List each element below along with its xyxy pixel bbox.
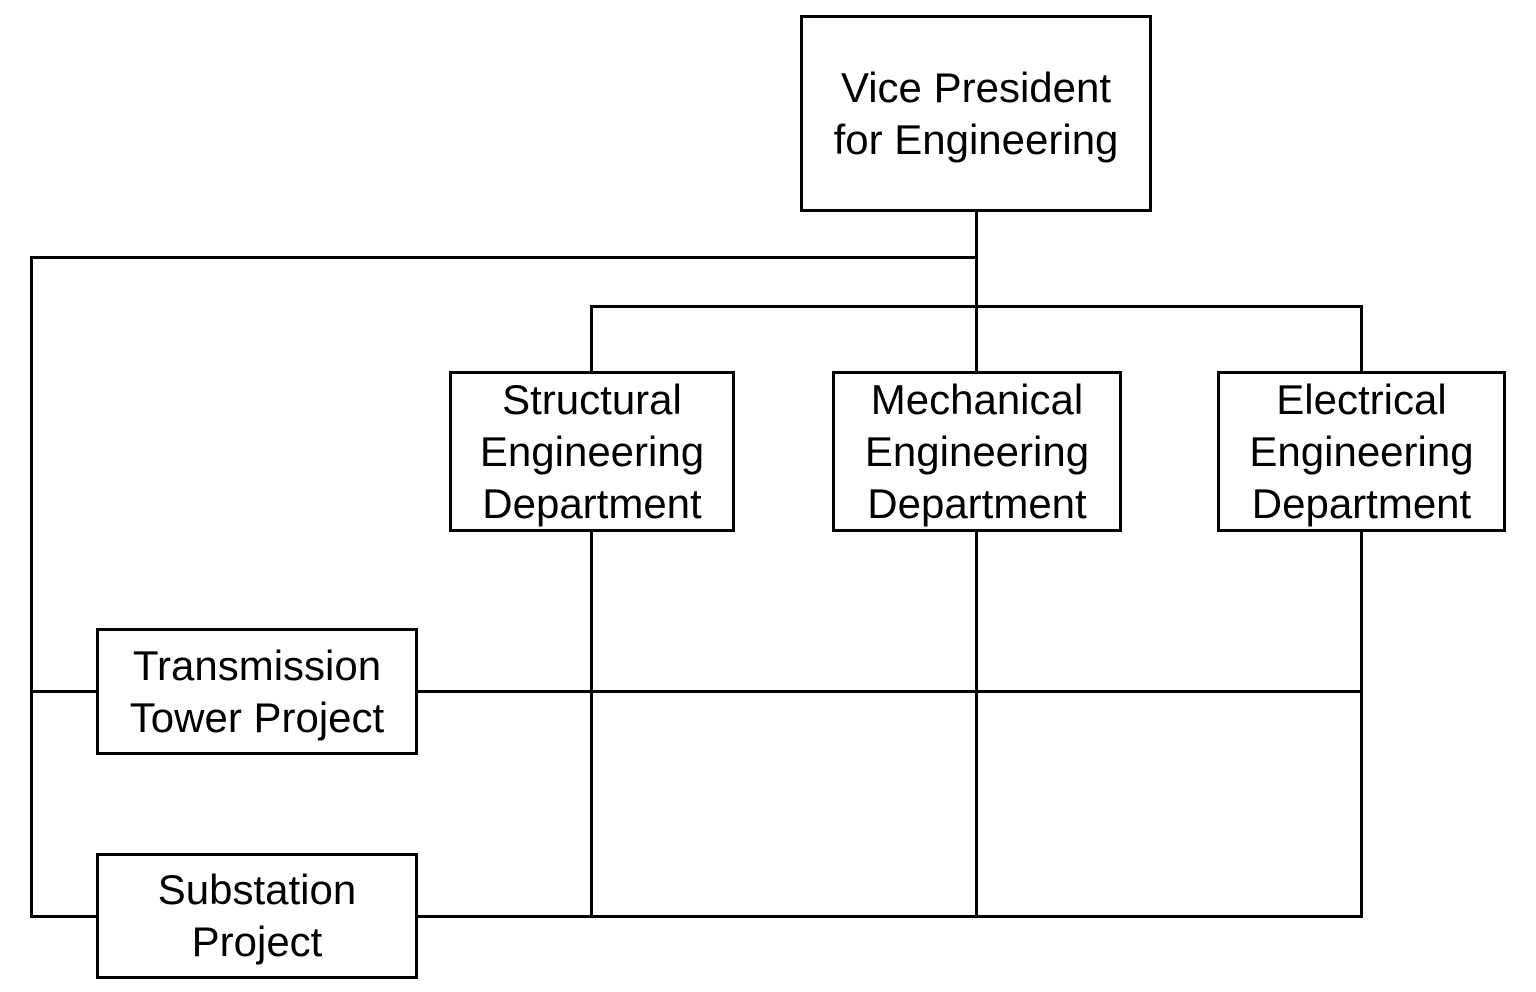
node-label-vice-president: Vice President for Engineering xyxy=(833,63,1119,163)
node-structural-engineering-department: Structural Engineering Department xyxy=(449,371,735,532)
connector-structural-drop xyxy=(590,305,593,371)
connector-mechanical-column xyxy=(975,532,978,918)
node-label-mechanical: Mechanical Engineering Department xyxy=(864,375,1090,527)
node-label-substation: Substation Project xyxy=(157,866,357,965)
node-transmission-tower-project: Transmission Tower Project xyxy=(96,628,418,755)
connector-electrical-column xyxy=(1360,532,1363,918)
node-mechanical-engineering-department: Mechanical Engineering Department xyxy=(832,371,1122,532)
connector-left-rail xyxy=(30,256,33,917)
node-label-structural: Structural Engineering Department xyxy=(479,375,705,527)
connector-departments-branch xyxy=(590,305,1363,308)
connector-electrical-drop xyxy=(1360,305,1363,371)
node-substation-project: Substation Project xyxy=(96,853,418,979)
connector-projects-branch xyxy=(30,256,977,259)
connector-transmission-row xyxy=(30,690,1363,693)
connector-vp-stem xyxy=(975,212,978,371)
node-label-transmission-tower: Transmission Tower Project xyxy=(129,641,385,741)
connector-structural-column xyxy=(590,532,593,918)
node-vice-president-for-engineering: Vice President for Engineering xyxy=(800,15,1152,212)
node-electrical-engineering-department: Electrical Engineering Department xyxy=(1217,371,1506,532)
connector-substation-row xyxy=(30,915,1363,918)
node-label-electrical: Electrical Engineering Department xyxy=(1249,375,1474,527)
